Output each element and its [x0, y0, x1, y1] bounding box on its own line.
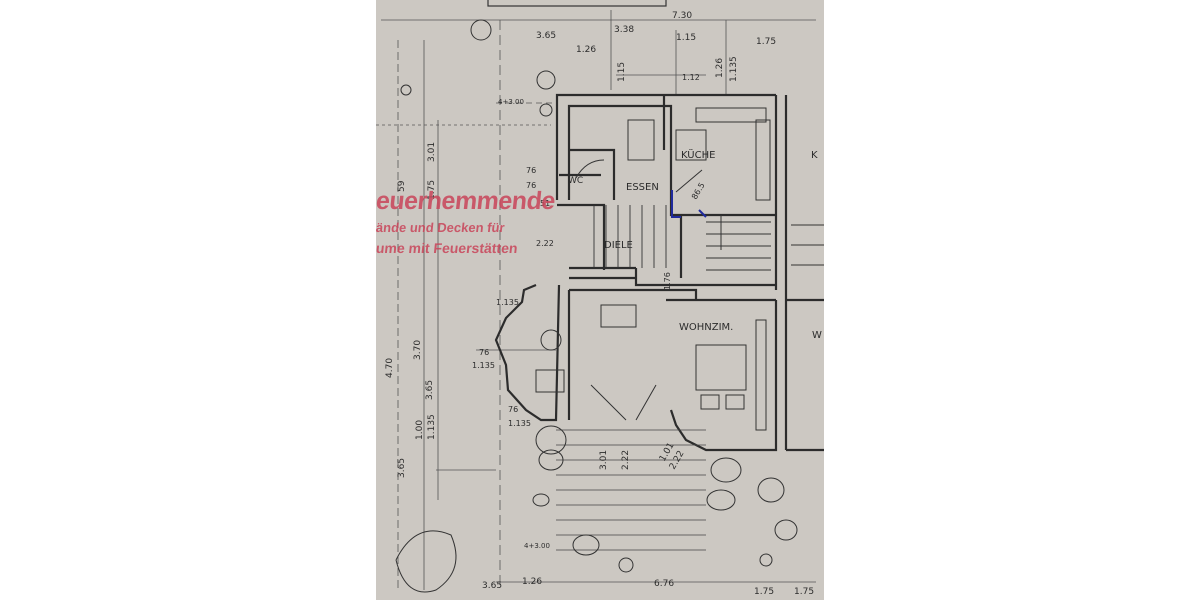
blue-marker [671, 190, 707, 218]
room-label-neighbor-w: W [812, 330, 822, 341]
dimension-label: 1.75 [427, 180, 437, 200]
dimension-label: 4+3.00 [524, 542, 550, 550]
dimension-label: 1.75 [754, 587, 774, 597]
room-label-hall: DIELE [604, 240, 633, 251]
dimension-label: 1.135 [729, 56, 739, 82]
dimension-label: 4.70 [385, 358, 395, 378]
dimension-label: 1.12 [682, 73, 700, 82]
dimension-label: 3.65 [482, 581, 502, 591]
exterior-steps [556, 429, 706, 551]
dimension-label: 1.26 [576, 45, 596, 55]
dimension-label: 1.26 [522, 577, 542, 587]
dimension-label: 2.22 [621, 450, 631, 470]
dimension-label: 3.70 [413, 340, 423, 360]
top-cabinet [487, 0, 667, 7]
dimension-label: 1.75 [756, 37, 776, 47]
room-label-dining: ESSEN [626, 182, 659, 193]
stairs-neighbor [706, 221, 824, 271]
dimension-label: 1.135 [496, 298, 519, 307]
dimension-label: 76 [479, 348, 489, 357]
dimension-label: 1.75 [794, 587, 814, 597]
dimension-label: 51 [540, 199, 550, 208]
room-label-wc: WC [568, 176, 583, 186]
dimension-label: 76 [526, 166, 536, 175]
dimension-label: 1.15 [617, 62, 627, 82]
dimension-label: 59 [397, 180, 407, 192]
floor-plan-sheet: KÜCHE ESSEN WC DIELE WOHNZIM. K W 7.30 3… [376, 0, 824, 600]
dimension-label: 3.38 [614, 25, 634, 35]
landscaping-bushes [395, 19, 798, 593]
furniture [535, 107, 771, 431]
dimension-label: 3.65 [397, 458, 407, 478]
dimension-label: 3.65 [536, 31, 556, 41]
dimension-label: 1.15 [676, 33, 696, 43]
dimension-label: 3.01 [599, 450, 609, 470]
dimension-label: 6.76 [654, 579, 674, 589]
dimension-label: 1.135 [508, 419, 531, 428]
dimension-label: 1.26 [715, 58, 725, 78]
fire-protection-stamp-line-3: ume mit Feuerstätten [376, 240, 519, 256]
stairs-hall [593, 205, 667, 268]
door-swings [575, 159, 722, 421]
fire-protection-stamp-line-1: euerhemmende [376, 187, 557, 215]
dimension-label: 3.01 [427, 142, 437, 162]
dimension-label: 2.22 [536, 239, 554, 248]
room-label-living: WOHNZIM. [679, 322, 733, 333]
floor-plan-drawing: KÜCHE ESSEN WC DIELE WOHNZIM. K W 7.30 3… [376, 0, 824, 597]
dimension-label: 1.135 [427, 414, 437, 440]
dimension-labels: 7.30 3.38 1.15 3.65 1.26 1.75 1.26 1.135… [385, 11, 814, 597]
dimension-label: 1.00 [415, 420, 425, 440]
dimension-label: 86.5 [690, 181, 707, 201]
dimension-label: 3.65 [425, 380, 435, 400]
room-label-kitchen: KÜCHE [681, 148, 715, 161]
dimension-label: 1.76 [663, 272, 672, 290]
dimension-lines [376, 10, 816, 590]
building-walls [494, 93, 824, 452]
dimension-label: 4+3.00 [498, 98, 524, 106]
fire-protection-stamp-line-2: ände und Decken für [376, 220, 506, 235]
dimension-label: 76 [508, 405, 518, 414]
room-label-neighbor-k: K [811, 150, 818, 161]
dimension-label: 7.30 [672, 11, 692, 21]
dimension-label: 76 [526, 181, 536, 190]
dimension-label: 1.135 [472, 361, 495, 370]
